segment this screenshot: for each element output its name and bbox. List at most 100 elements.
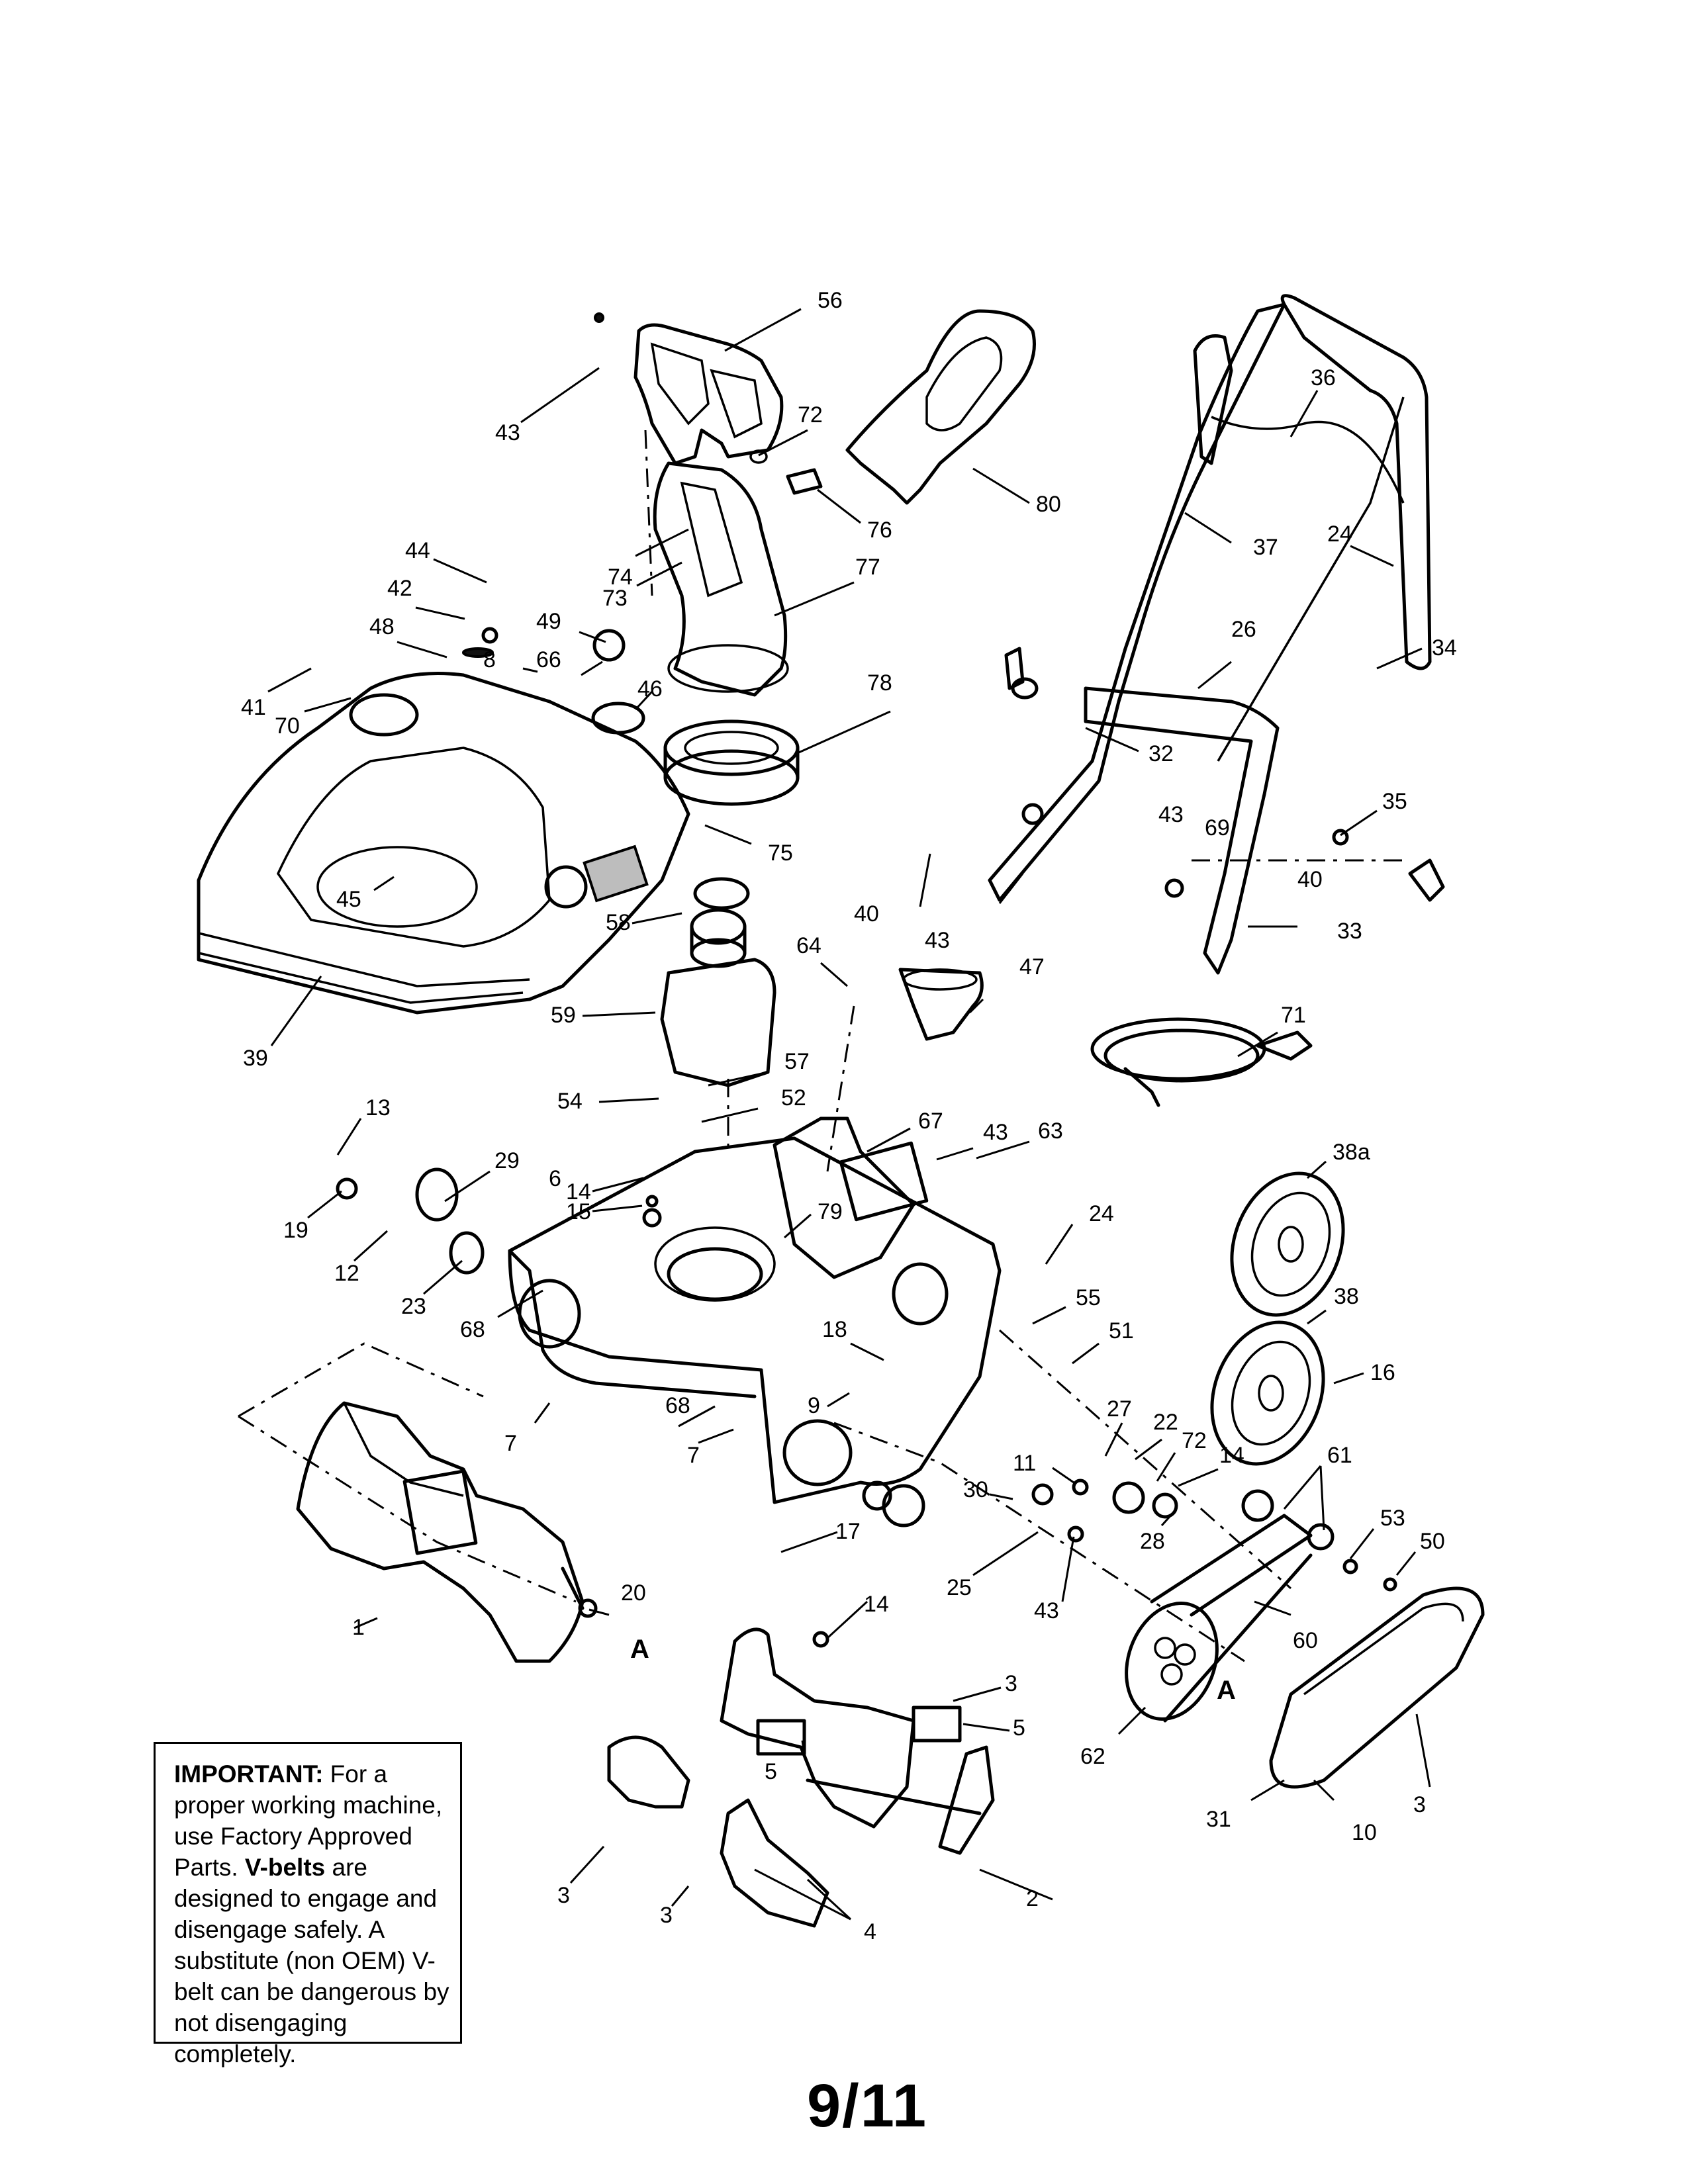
callout-36: 36 xyxy=(1311,365,1336,390)
callout-67: 67 xyxy=(918,1109,943,1134)
callout-40: 40 xyxy=(1297,867,1323,892)
reference-mark-a-left: A xyxy=(630,1635,649,1664)
callout-25: 25 xyxy=(947,1575,972,1600)
callout-31: 31 xyxy=(1206,1807,1231,1832)
callout-43: 43 xyxy=(495,420,520,445)
callout-6: 6 xyxy=(549,1166,561,1191)
callout-63: 63 xyxy=(1038,1118,1063,1144)
callout-50: 50 xyxy=(1420,1529,1445,1554)
callout-13: 13 xyxy=(365,1095,391,1120)
callout-64: 64 xyxy=(796,933,821,958)
chute-ring xyxy=(663,719,800,806)
callout-62: 62 xyxy=(1080,1744,1105,1769)
callout-68: 68 xyxy=(665,1393,690,1418)
callout-3: 3 xyxy=(1005,1671,1017,1696)
callout-4: 4 xyxy=(864,1919,876,1944)
callout-17: 17 xyxy=(835,1519,861,1544)
callout-49: 49 xyxy=(536,609,561,634)
wheels xyxy=(1210,1171,1345,1466)
page-number: 9/11 xyxy=(807,2072,927,2140)
callout-14: 14 xyxy=(1219,1443,1244,1468)
chute-handle xyxy=(845,309,1036,505)
callout-15: 15 xyxy=(566,1199,591,1224)
hardware xyxy=(336,312,1445,1648)
callout-18: 18 xyxy=(822,1317,847,1342)
callout-43: 43 xyxy=(925,928,950,953)
reference-mark-a-right: A xyxy=(1217,1676,1236,1705)
alignment-lines xyxy=(238,430,1403,1662)
callout-68: 68 xyxy=(460,1317,485,1342)
callout-7: 7 xyxy=(687,1443,700,1468)
drive-train xyxy=(1125,1489,1485,1789)
engine-shroud xyxy=(197,672,690,1015)
callout-43: 43 xyxy=(1158,802,1184,827)
callout-10: 10 xyxy=(1352,1820,1377,1845)
callout-24: 24 xyxy=(1327,522,1352,547)
upper-handle xyxy=(988,294,1432,975)
callout-8: 8 xyxy=(483,647,496,672)
callout-72: 72 xyxy=(798,402,823,428)
callout-57: 57 xyxy=(784,1049,810,1074)
callout-26: 26 xyxy=(1231,617,1256,642)
callout-1: 1 xyxy=(352,1615,365,1640)
vbelts-text: are designed to engage and disengage saf… xyxy=(174,1854,449,2068)
callout-70: 70 xyxy=(275,713,300,739)
callout-3: 3 xyxy=(660,1903,673,1928)
callout-22: 22 xyxy=(1153,1410,1178,1435)
chute-control-cap xyxy=(898,968,984,1041)
auger-assembly xyxy=(296,1401,585,1663)
chute-deflector xyxy=(633,323,784,465)
callout-71: 71 xyxy=(1281,1003,1306,1028)
callout-34: 34 xyxy=(1432,635,1457,660)
callout-51: 51 xyxy=(1109,1318,1134,1343)
callout-29: 29 xyxy=(494,1148,520,1173)
callout-30: 30 xyxy=(963,1477,988,1502)
callout-20: 20 xyxy=(621,1580,646,1606)
callout-32: 32 xyxy=(1149,741,1174,766)
callout-3: 3 xyxy=(557,1883,570,1908)
callout-33: 33 xyxy=(1337,919,1362,944)
callout-41: 41 xyxy=(241,695,266,720)
callout-27: 27 xyxy=(1107,1396,1132,1422)
leader-lines xyxy=(267,308,1431,1921)
callout-7: 7 xyxy=(504,1431,517,1456)
important-label: IMPORTANT: xyxy=(174,1760,324,1788)
callout-14: 14 xyxy=(864,1592,889,1617)
important-note: IMPORTANT: For a proper working machine,… xyxy=(154,1742,462,2068)
callout-19: 19 xyxy=(283,1218,308,1243)
callout-16: 16 xyxy=(1370,1360,1395,1385)
callout-labels: 56 43 72 76 80 36 37 24 34 26 32 35 43 6… xyxy=(241,288,1457,1944)
callout-69: 69 xyxy=(1205,815,1230,841)
callout-5: 5 xyxy=(765,1759,777,1784)
callout-5: 5 xyxy=(1013,1715,1025,1741)
callout-38a: 38a xyxy=(1333,1140,1370,1165)
power-cord xyxy=(1090,1017,1313,1107)
callout-38: 38 xyxy=(1334,1284,1359,1309)
callout-60: 60 xyxy=(1293,1628,1318,1653)
important-text: For a proper working machine, use Factor… xyxy=(174,1760,443,1881)
callout-77: 77 xyxy=(855,555,880,580)
callout-28: 28 xyxy=(1140,1529,1165,1554)
fuel-tank xyxy=(660,877,776,1087)
callout-59: 59 xyxy=(551,1003,576,1028)
callout-80: 80 xyxy=(1036,492,1061,517)
callout-43: 43 xyxy=(983,1120,1008,1145)
callout-58: 58 xyxy=(606,910,631,935)
callout-47: 47 xyxy=(1019,954,1045,979)
callout-45: 45 xyxy=(336,887,361,912)
callout-52: 52 xyxy=(781,1085,806,1111)
callout-43: 43 xyxy=(1034,1598,1059,1623)
upper-chute xyxy=(653,461,789,697)
callout-14: 14 xyxy=(566,1179,591,1205)
callout-54: 54 xyxy=(557,1089,583,1114)
callout-9: 9 xyxy=(808,1393,820,1418)
callout-12: 12 xyxy=(334,1261,359,1286)
callout-66: 66 xyxy=(536,647,561,672)
vbelts-label: V-belts xyxy=(244,1854,326,1881)
callout-78: 78 xyxy=(867,670,892,696)
callout-61: 61 xyxy=(1327,1443,1352,1468)
callout-35: 35 xyxy=(1382,789,1407,814)
callout-24: 24 xyxy=(1089,1201,1114,1226)
auger-housing xyxy=(508,1116,1002,1504)
